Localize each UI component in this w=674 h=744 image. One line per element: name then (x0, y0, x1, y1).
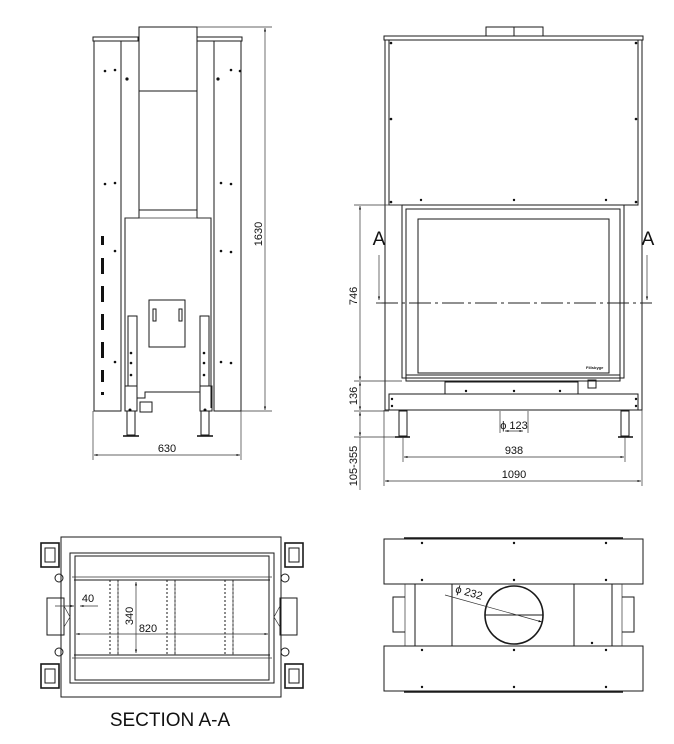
section-marker-left: A (373, 229, 386, 250)
overall-width-dimension: 1090 (502, 469, 526, 481)
screw-holes (103, 68, 242, 412)
door-height-dimension: 746 (348, 287, 360, 305)
screw-holes (420, 541, 608, 689)
leg-spacing-dimension: 938 (505, 445, 523, 457)
corner-brackets (40, 542, 304, 689)
section-caption: SECTION A-A (110, 710, 231, 731)
svg-text:Fillsbyge: Fillsbyge (586, 365, 604, 370)
front-view: Fillsbyge ϕ 123 A A (348, 26, 655, 490)
section-view: 40 340 820 (40, 536, 304, 698)
ribs (109, 579, 234, 656)
top-view: ϕ 232 (383, 537, 644, 693)
section-offset-dimension: 40 (82, 593, 94, 605)
section-depth-dimension: 340 (124, 607, 136, 625)
side-height-dimension: 1630 (253, 222, 265, 246)
screw-holes (389, 41, 638, 408)
side-view: 1630 630 (92, 26, 272, 460)
vent-slots (101, 236, 104, 395)
leg-height-dimension: 105-355 (348, 446, 360, 486)
section-width-dimension: 820 (139, 623, 157, 635)
flue-diameter-dimension: ϕ 123 (500, 420, 528, 432)
base-height-dimension: 136 (348, 387, 360, 405)
side-width-dimension: 630 (158, 443, 176, 455)
section-marker-right: A (642, 229, 655, 250)
outlet-diameter-dimension: ϕ 232 (454, 584, 484, 603)
